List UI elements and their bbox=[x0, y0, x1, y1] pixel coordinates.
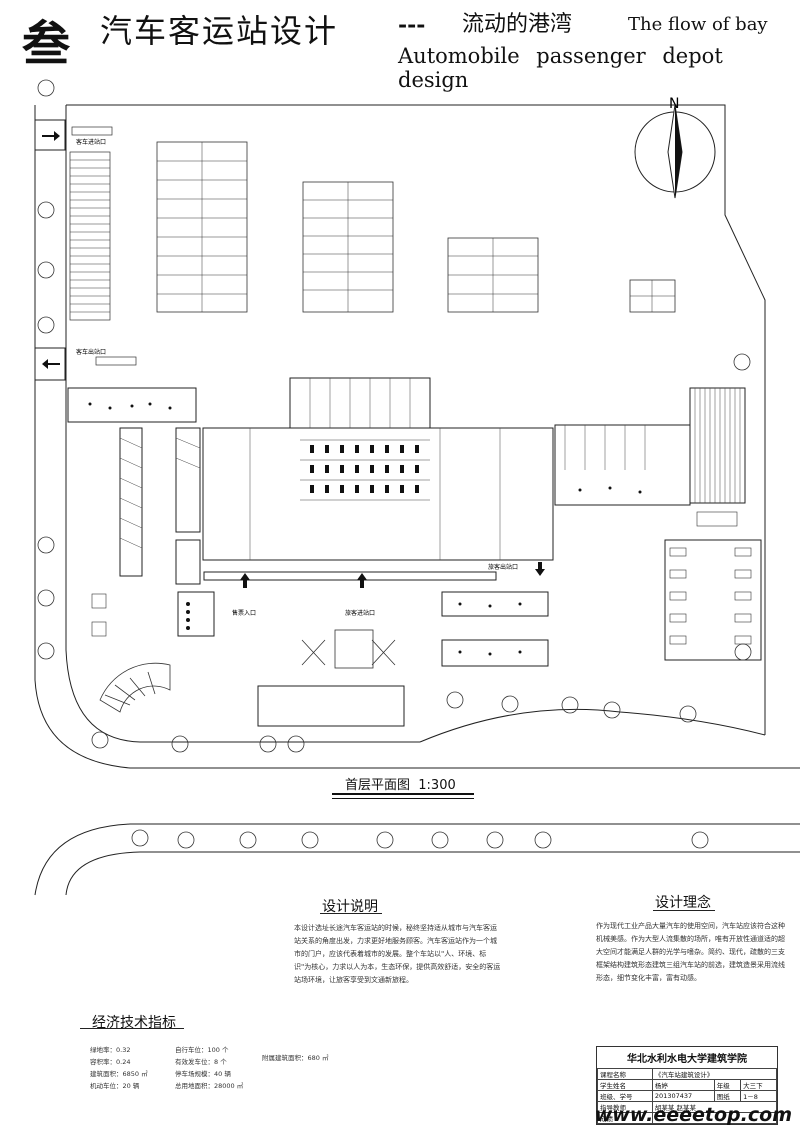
design-concept-text: 作为现代工业产品大量汽车的使用空间，汽车站应该符合这种机械美感。作为大型人流集散… bbox=[596, 922, 785, 982]
tb-cell: 图纸 bbox=[713, 1090, 742, 1102]
watermark: www.eeeetop.com bbox=[594, 1104, 792, 1126]
tb-cell: 学生姓名 bbox=[597, 1079, 653, 1091]
economics-col2: 自行车位：100 个 有效发车位：8 个 停车场规模：40 辆 总用地面积：28… bbox=[175, 1044, 243, 1092]
label-bus-entrance: 客车进站口 bbox=[76, 138, 106, 146]
economics-underline bbox=[80, 1028, 184, 1029]
design-notes-underline bbox=[320, 913, 382, 914]
tb-cell: 201307437 bbox=[651, 1090, 715, 1102]
design-concept-title: 设计理念 bbox=[655, 895, 711, 911]
tb-cell: 班级、学号 bbox=[597, 1090, 653, 1102]
north-label: N bbox=[669, 96, 679, 112]
label-ticket-entrance: 售票入口 bbox=[232, 609, 256, 617]
table-row: 课程名称 《汽车站建筑设计》 bbox=[597, 1068, 778, 1080]
design-notes-text: 本设计选址长途汽车客运站的时候，秘终坚持适从城市与汽车客运站关系的角度出发，力求… bbox=[294, 924, 501, 984]
stat-car-spaces: 机动车位：20 辆 bbox=[90, 1082, 140, 1090]
table-row: 成绩 bbox=[597, 1112, 778, 1124]
stat-parking-scale: 停车场规模：40 辆 bbox=[175, 1070, 231, 1078]
stat-departure-bays: 有效发车位：8 个 bbox=[175, 1058, 227, 1066]
economics-col1: 绿地率：0.32 容积率：0.24 建筑面积：6850 ㎡ 机动车位：20 辆 bbox=[90, 1044, 148, 1092]
page-subtitle-en: The flow of bay bbox=[628, 14, 768, 35]
plan-title: 首层平面图 1:300 bbox=[345, 774, 456, 793]
school-name: 华北水利水电大学建筑学院 bbox=[627, 1054, 747, 1065]
page-title-en: Automobile passenger depot design bbox=[398, 44, 723, 92]
tb-cell: 杨婷 bbox=[651, 1079, 715, 1091]
stat-plot-ratio: 容积率：0.24 bbox=[90, 1058, 131, 1066]
tb-cell: 《汽车站建筑设计》 bbox=[651, 1068, 778, 1080]
sheet-number: 叁 bbox=[22, 16, 71, 72]
page-subtitle-zh: 流动的港湾 bbox=[462, 12, 573, 37]
title-separator: --- bbox=[398, 12, 426, 38]
label-passenger-exit: 旅客出站口 bbox=[488, 563, 518, 571]
stat-building-area: 建筑面积：6850 ㎡ bbox=[90, 1070, 148, 1078]
table-row: 学生姓名 杨婷 年级 大三下 bbox=[597, 1079, 777, 1091]
stat-bike-spaces: 自行车位：100 个 bbox=[175, 1046, 229, 1054]
title-block: 华北水利水电大学建筑学院 课程名称 《汽车站建筑设计》 学生姓名 杨婷 年级 大… bbox=[596, 1046, 778, 1125]
label-bus-exit: 客车出站口 bbox=[76, 348, 106, 356]
stat-green-ratio: 绿地率：0.32 bbox=[90, 1046, 131, 1054]
plan-title-text: 首层平面图 bbox=[345, 778, 411, 793]
page-title-zh: 汽车客运站设计 bbox=[100, 12, 339, 50]
design-concept-underline bbox=[653, 910, 715, 911]
economics-title: 经济技术指标 bbox=[92, 1015, 176, 1031]
stat-ancillary-area: 附属建筑面积：680 ㎡ bbox=[262, 1054, 329, 1062]
tb-cell: 年级 bbox=[713, 1079, 742, 1091]
label-passenger-entrance: 旅客进站口 bbox=[345, 609, 375, 617]
north-arrow-icon bbox=[634, 104, 716, 199]
tb-cell: 1－8 bbox=[740, 1090, 777, 1102]
title-block-table: 课程名称 《汽车站建筑设计》 学生姓名 杨婷 年级 大三下 班级、学号 2013… bbox=[597, 1068, 778, 1124]
tb-cell: 课程名称 bbox=[597, 1068, 653, 1080]
tb-cell: 大三下 bbox=[740, 1079, 777, 1091]
plan-scale: 1:300 bbox=[418, 778, 456, 793]
table-row: 班级、学号 201307437 图纸 1－8 bbox=[597, 1090, 777, 1102]
tb-cell bbox=[651, 1112, 778, 1124]
stat-total-land: 总用地面积：28000 ㎡ bbox=[175, 1082, 244, 1090]
design-notes-title: 设计说明 bbox=[322, 899, 378, 915]
plan-title-underline bbox=[332, 793, 474, 799]
